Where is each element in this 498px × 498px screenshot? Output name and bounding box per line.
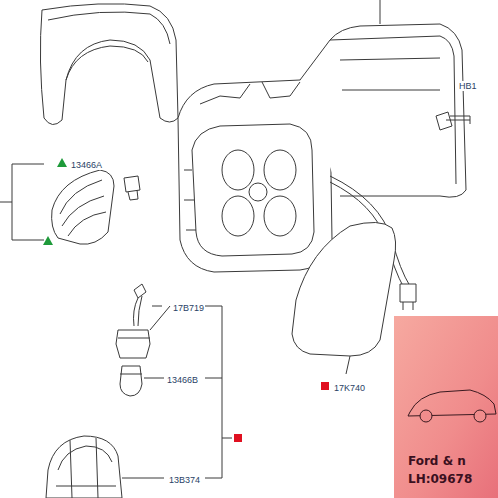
callout-number: 13466A [70, 154, 103, 172]
callout-number: 13466A [70, 160, 103, 170]
watermark-panel [394, 316, 498, 498]
callout-number: 13B374 [168, 469, 201, 487]
callout-number: HB1 [458, 75, 478, 93]
callout-number: 17B719 [172, 297, 205, 315]
callout-number: 13466B [166, 369, 199, 387]
callout-number: 17K740 [333, 383, 366, 393]
watermark-text: LH:09678 [408, 472, 472, 486]
watermark-text: Ford & n [408, 451, 466, 469]
callout-number: 17K740 [333, 377, 366, 395]
callout-number: 13466B [166, 375, 199, 385]
callout-number: HB1 [458, 81, 478, 91]
callout-number: 13B374 [168, 475, 201, 485]
watermark-text: LH:09678 [408, 469, 472, 487]
callout-number: 17B719 [172, 303, 205, 313]
watermark-text: Ford & n [408, 454, 466, 468]
